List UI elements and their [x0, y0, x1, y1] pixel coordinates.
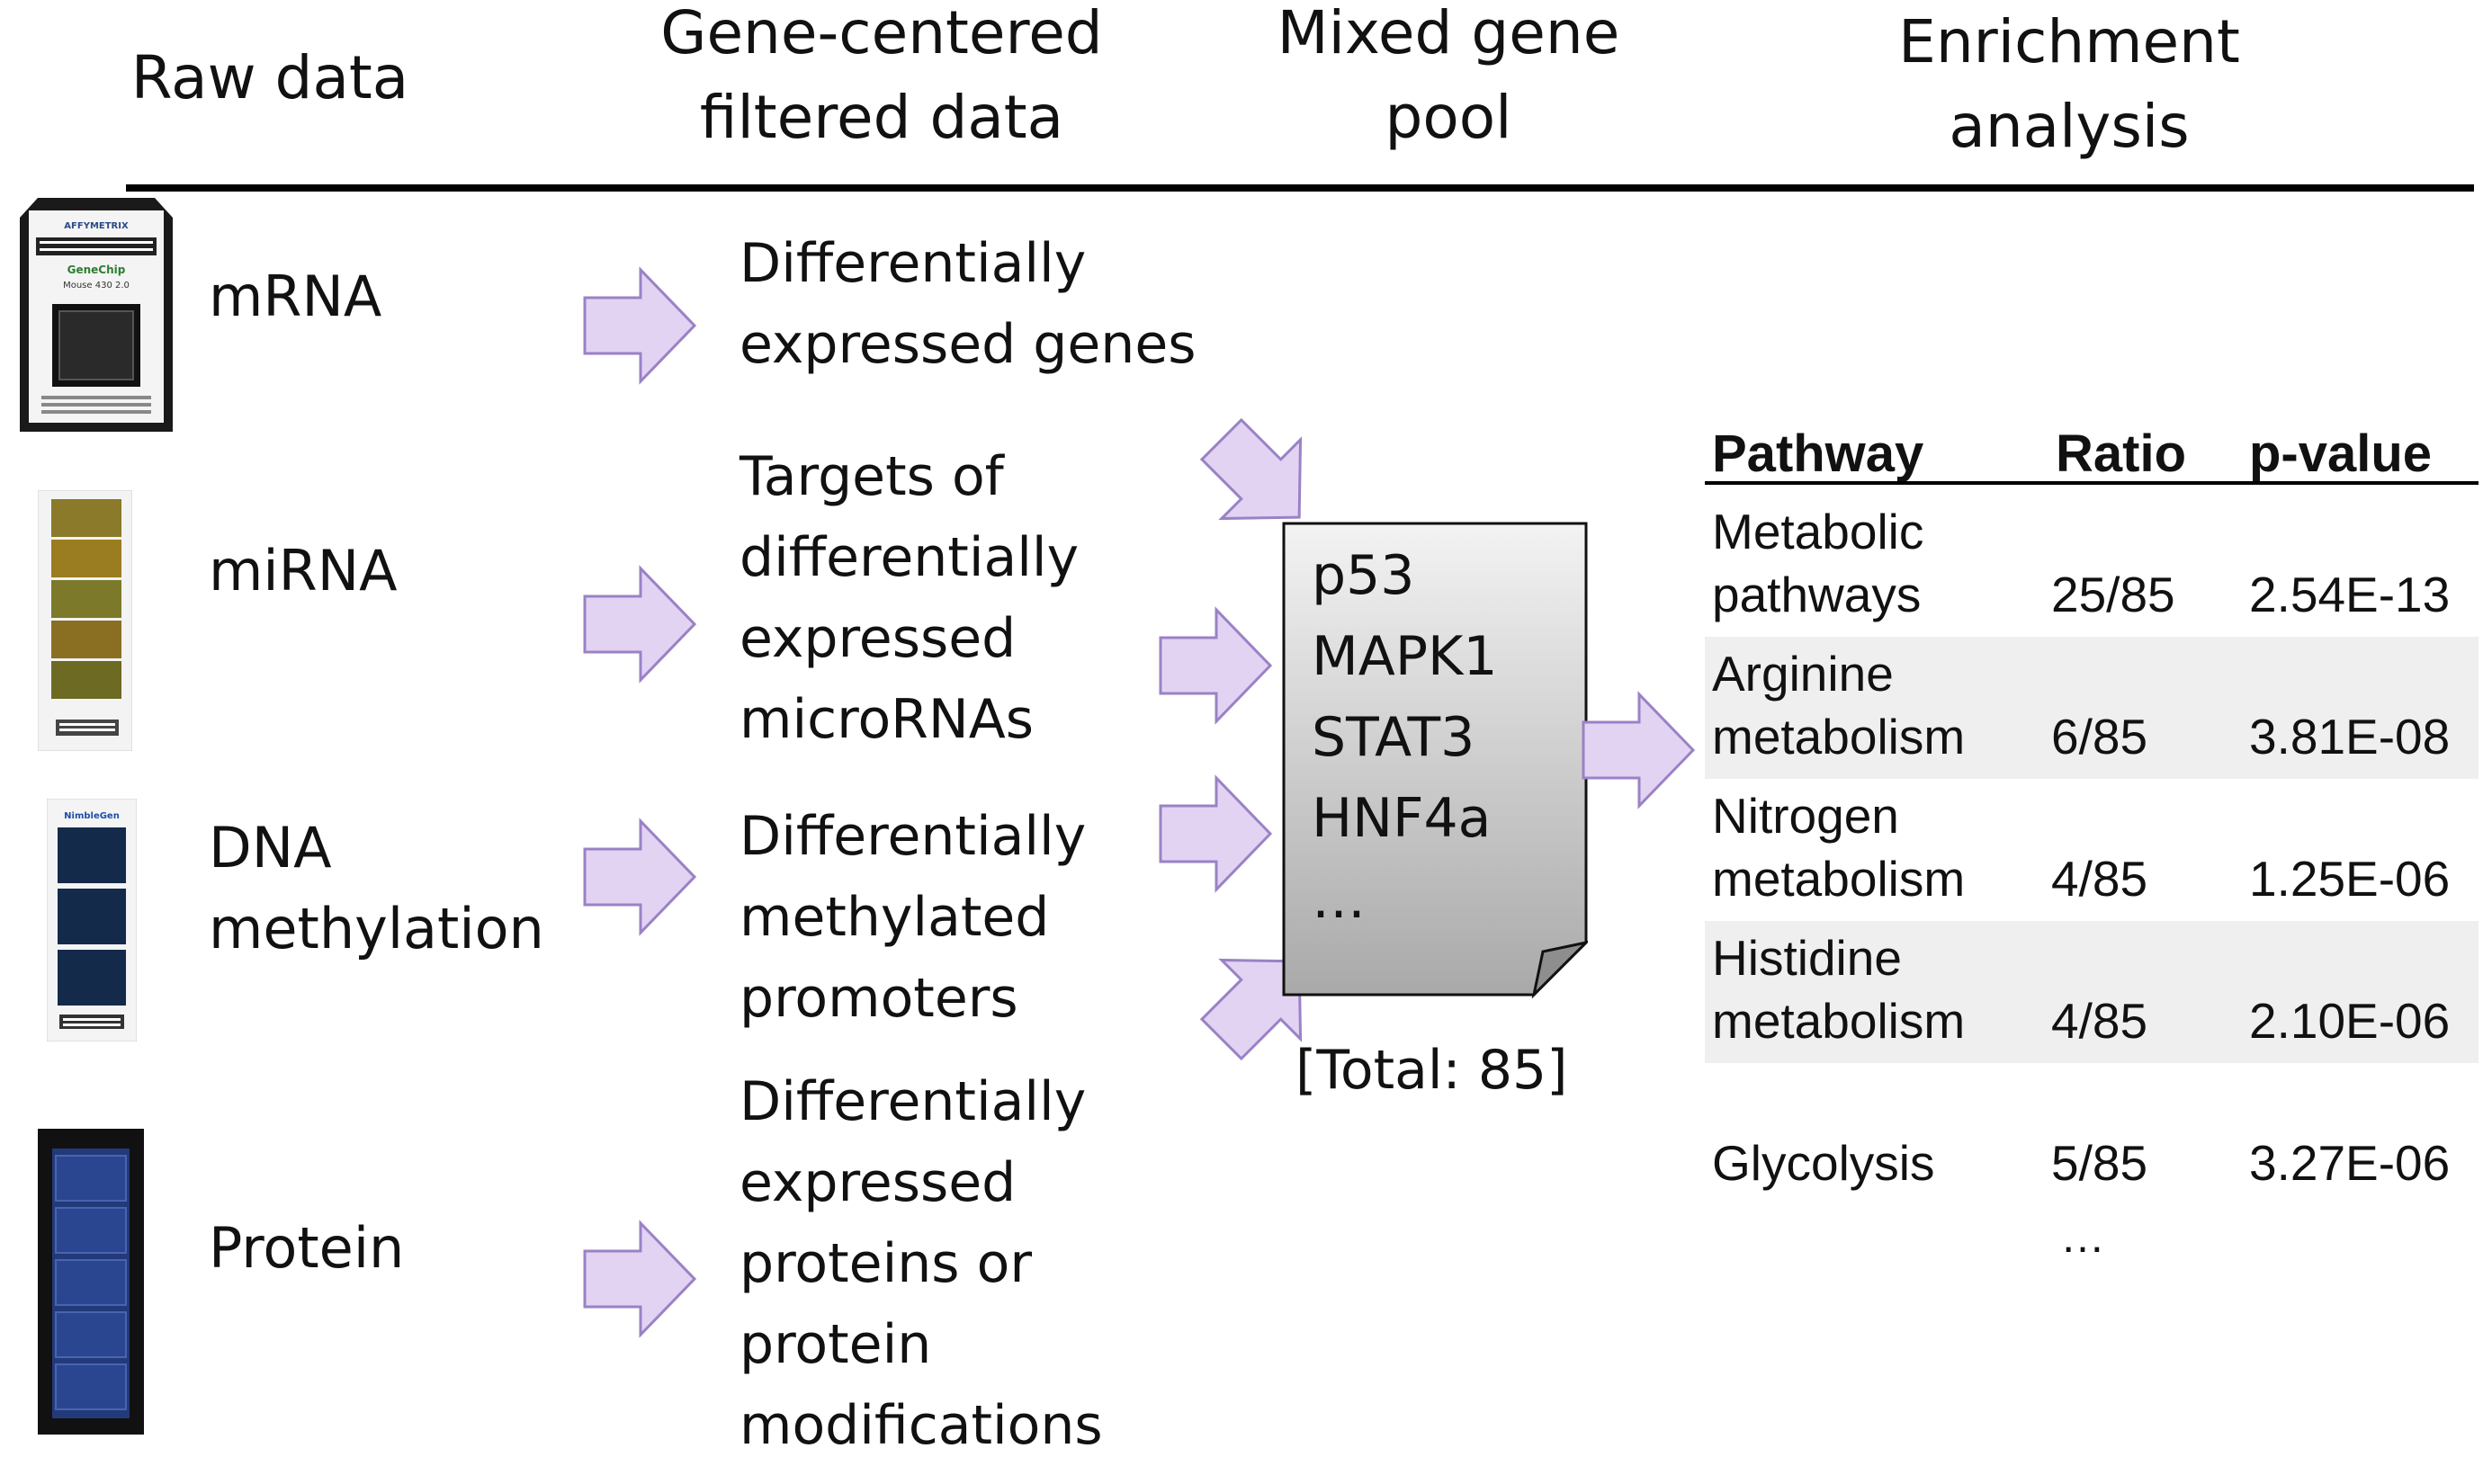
- header-pool-line1: Mixed gene: [1277, 0, 1620, 67]
- ratio-cell: 4/85: [2051, 851, 2148, 907]
- arrow-pool-in-2: [1159, 606, 1273, 725]
- pathway-line1: Histidine: [1712, 930, 1902, 986]
- gene-stat3: STAT3: [1312, 706, 1475, 769]
- desc-mrna-line2: expressed genes: [740, 313, 1197, 376]
- desc-protein-line3: proteins or: [740, 1232, 1032, 1295]
- desc-mirna-line4: microRNAs: [740, 688, 1035, 751]
- row-label-dna-methylation: DNA methylation: [209, 808, 544, 970]
- mrna-chip-model: Mouse 430 2.0: [63, 281, 130, 291]
- table-row: Arginine metabolism 6/85 3.81E-08: [1705, 637, 2479, 779]
- arrow-mrna: [583, 266, 697, 385]
- ratio-cell: 6/85: [2051, 709, 2148, 764]
- methylation-chip-brand: NimbleGen: [64, 811, 120, 821]
- ratio-cell: 5/85: [2051, 1135, 2148, 1191]
- row-label-mirna: miRNA: [209, 538, 398, 603]
- enrichment-table: Pathway Ratio p-value Metabolic pathways…: [1705, 418, 2479, 1282]
- ratio-cell: 25/85: [2051, 567, 2175, 622]
- mrna-chip-brand: AFFYMETRIX: [64, 221, 129, 231]
- header-enrich-line2: analysis: [1949, 92, 2190, 161]
- pvalue-cell: 1.25E-06: [2249, 851, 2451, 907]
- gene-p53: p53: [1312, 544, 1415, 607]
- pathway-line1: Nitrogen: [1712, 788, 1899, 844]
- pathway-line1: Arginine: [1712, 646, 1894, 702]
- desc-protein-line1: Differentially: [740, 1070, 1087, 1133]
- desc-mirna-line3: expressed: [740, 607, 1017, 670]
- th-pathway: Pathway: [1712, 425, 1924, 483]
- pvalue-cell: 2.54E-13: [2249, 567, 2451, 622]
- arrow-protein: [583, 1220, 697, 1338]
- arrow-mirna: [583, 565, 697, 684]
- th-pvalue: p-value: [2249, 425, 2433, 483]
- gene-mapk1: MAPK1: [1312, 625, 1498, 688]
- pathway-line2: metabolism: [1712, 993, 1966, 1049]
- desc-mirna-line1: Targets of: [740, 445, 1004, 508]
- desc-mrna: Differentially expressed genes: [740, 223, 1197, 385]
- header-raw-data: Raw data: [130, 43, 409, 112]
- mrna-chip-image: AFFYMETRIX GeneChip Mouse 430 2.0: [20, 198, 173, 432]
- arrow-pool-in-3: [1159, 774, 1273, 893]
- header-filtered-line2: filtered data: [699, 83, 1064, 152]
- desc-methylation: Differentially methylated promoters: [740, 796, 1086, 1039]
- header-pool-line2: pool: [1385, 83, 1512, 152]
- gene-ellipsis: …: [1312, 868, 1366, 931]
- desc-methylation-line2: methylated: [740, 886, 1050, 949]
- gene-pool-total: [Total: 85]: [1295, 1039, 1568, 1102]
- desc-mirna-line2: differentially: [740, 526, 1080, 589]
- header-filtered-line1: Gene-centered: [660, 0, 1103, 67]
- desc-protein-line4: protein: [740, 1313, 932, 1376]
- gene-hnf4a: HNF4a: [1312, 787, 1492, 850]
- desc-methylation-line3: promoters: [740, 967, 1018, 1030]
- desc-protein: Differentially expressed proteins or pro…: [740, 1061, 1103, 1466]
- header-divider: [126, 184, 2474, 192]
- mirna-chip-image: [38, 490, 132, 751]
- desc-mirna: Targets of differentially expressed micr…: [740, 436, 1079, 760]
- desc-mrna-line1: Differentially: [740, 232, 1087, 295]
- pathway-line2: Glycolysis: [1712, 1135, 1935, 1191]
- row-label-dna-line2: methylation: [209, 896, 544, 961]
- desc-protein-line5: modifications: [740, 1394, 1103, 1457]
- mrna-chip-product: GeneChip: [67, 264, 126, 276]
- table-row: Glycolysis 5/85 3.27E-06: [1705, 1063, 2479, 1205]
- arrow-pool-in-4: [1199, 958, 1303, 1061]
- desc-methylation-line1: Differentially: [740, 805, 1087, 868]
- ratio-cell: 4/85: [2051, 993, 2148, 1049]
- arrow-pool-in-1: [1199, 417, 1303, 521]
- arrow-methylation: [583, 818, 697, 936]
- row-label-dna-line1: DNA: [209, 815, 332, 881]
- methylation-chip-image: NimbleGen: [47, 799, 137, 1041]
- table-row: Nitrogen metabolism 4/85 1.25E-06: [1705, 779, 2479, 921]
- header-enrich-line1: Enrichment: [1898, 7, 2240, 76]
- pathway-line2: pathways: [1712, 567, 1922, 622]
- table-header-rule: [1705, 481, 2479, 485]
- table-row: Metabolic pathways 25/85 2.54E-13: [1705, 495, 2479, 637]
- pathway-line2: metabolism: [1712, 709, 1966, 764]
- pvalue-cell: 2.10E-06: [2249, 993, 2451, 1049]
- gene-pool-list: p53 MAPK1 STAT3 HNF4a …: [1312, 535, 1498, 940]
- header-mixed-gene-pool: Mixed gene pool: [1224, 0, 1673, 160]
- pvalue-cell: 3.27E-06: [2249, 1135, 2451, 1191]
- arrow-pool-out: [1582, 691, 1696, 809]
- pathway-line2: metabolism: [1712, 851, 1966, 907]
- header-enrichment-analysis: Enrichment analysis: [1844, 0, 2294, 169]
- protein-chip-image: [38, 1129, 144, 1435]
- table-ellipsis: …: [2060, 1211, 2105, 1262]
- gene-pool-document: [1282, 522, 1588, 998]
- table-row: Histidine metabolism 4/85 2.10E-06: [1705, 921, 2479, 1063]
- row-label-mrna: mRNA: [209, 264, 382, 329]
- row-label-protein: Protein: [209, 1215, 405, 1281]
- th-ratio: Ratio: [2056, 425, 2186, 483]
- desc-protein-line2: expressed: [740, 1151, 1017, 1214]
- pathway-line1: Metabolic: [1712, 504, 1924, 559]
- header-filtered-data: Gene-centered filtered data: [612, 0, 1152, 160]
- pvalue-cell: 3.81E-08: [2249, 709, 2451, 764]
